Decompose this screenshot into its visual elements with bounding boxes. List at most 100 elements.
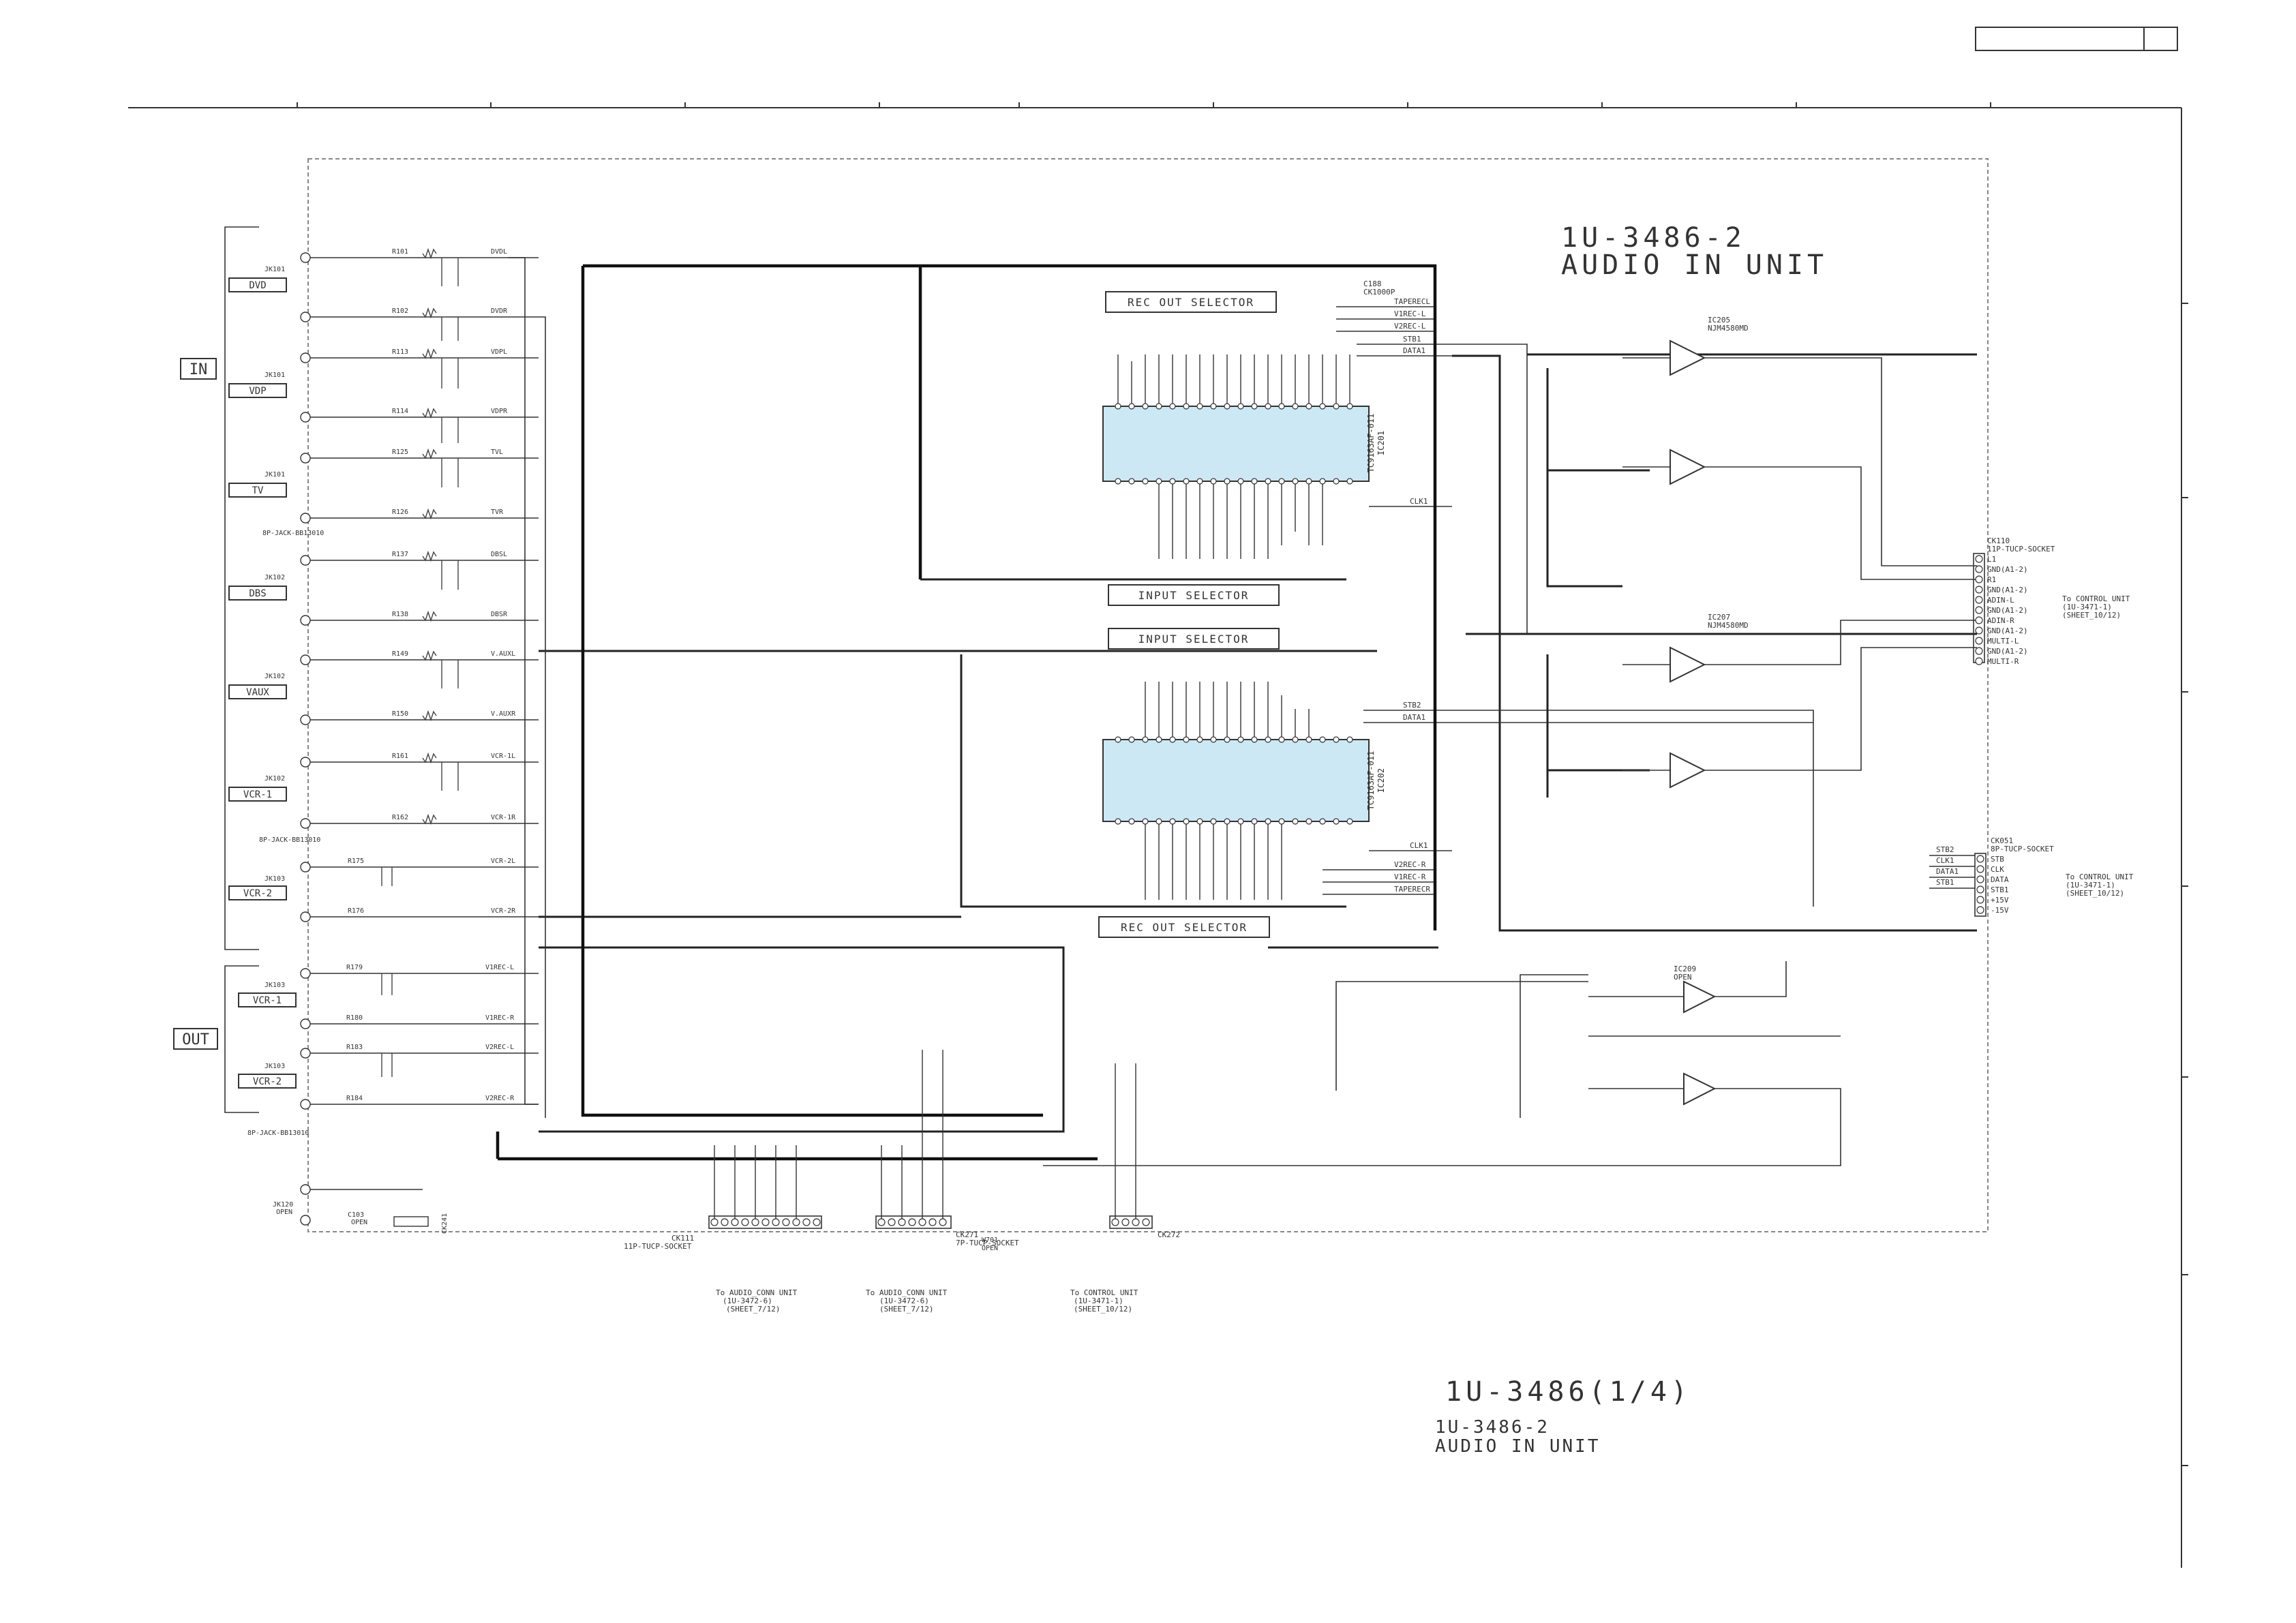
svg-text:OPEN: OPEN — [351, 1219, 367, 1226]
svg-text:INPUT SELECTOR: INPUT SELECTOR — [1138, 589, 1250, 602]
svg-text:GND(A1-2): GND(A1-2) — [1987, 647, 2028, 656]
svg-text:V.AUXL: V.AUXL — [491, 650, 515, 658]
svg-text:TC9163AF-011: TC9163AF-011 — [1366, 414, 1376, 473]
svg-text:CK051: CK051 — [1991, 836, 2013, 845]
svg-text:R183: R183 — [346, 1044, 363, 1051]
svg-text:To AUDIO_CONN UNIT: To AUDIO_CONN UNIT — [866, 1288, 948, 1297]
svg-text:MULTI-R: MULTI-R — [1987, 657, 2019, 666]
svg-text:8P-TUCP-SOCKET: 8P-TUCP-SOCKET — [1991, 845, 2054, 853]
svg-text:V1REC-L: V1REC-L — [485, 964, 514, 971]
board-outline — [307, 158, 1989, 1232]
svg-text:TVR: TVR — [491, 509, 504, 516]
svg-text:DATA1: DATA1 — [1403, 346, 1425, 355]
jack-part-1: 8P-JACK-BB13010 — [262, 530, 324, 537]
svg-text:CK241: CK241 — [441, 1213, 449, 1234]
input-jack-vcr1: VCR-1 JK102 R161 R162 VCR-1L VCR-1R — [228, 753, 539, 829]
main-signal-traces — [496, 257, 1977, 1161]
svg-text:VCR-1: VCR-1 — [243, 789, 272, 800]
svg-text:JK103: JK103 — [265, 1063, 285, 1070]
svg-text:C188: C188 — [1363, 279, 1382, 288]
svg-text:V1REC-L: V1REC-L — [1394, 309, 1426, 318]
svg-text:VCR-1L: VCR-1L — [491, 753, 515, 760]
rec-out-selector-bottom: REC OUT SELECTOR — [1098, 916, 1270, 938]
svg-text:V2REC-L: V2REC-L — [1394, 322, 1426, 331]
svg-text:STB1: STB1 — [1403, 335, 1421, 344]
svg-text:R184: R184 — [346, 1095, 363, 1102]
svg-text:(SHEET_10/12): (SHEET_10/12) — [2062, 611, 2121, 620]
svg-text:R102: R102 — [392, 307, 408, 315]
svg-text:To CONTROL UNIT: To CONTROL UNIT — [2066, 873, 2134, 881]
svg-text:DATA1: DATA1 — [1936, 867, 1959, 876]
svg-text:CK271: CK271 — [956, 1230, 978, 1239]
svg-text:DBSL: DBSL — [491, 551, 507, 558]
svg-text:GND(A1-2): GND(A1-2) — [1987, 606, 2028, 615]
svg-text:R175: R175 — [348, 858, 364, 865]
ic205-opamp-1: IC205 NJM4580MD — [1670, 316, 1749, 376]
svg-text:JK101: JK101 — [265, 371, 285, 379]
jk120-jack: JK120 OPEN C103 OPEN CK241 — [273, 1184, 449, 1234]
svg-text:R137: R137 — [392, 551, 408, 558]
svg-text:V.AUXR: V.AUXR — [491, 710, 516, 718]
svg-text:REC OUT SELECTOR: REC OUT SELECTOR — [1128, 296, 1254, 309]
opamp-wiring — [1043, 357, 1977, 1166]
svg-text:CK111: CK111 — [671, 1234, 694, 1243]
input-jack-vcr2: VCR-2 JK103 R175 R176 VCR-2L VCR-2R — [228, 858, 539, 922]
svg-text:R179: R179 — [346, 964, 363, 971]
ic209-opamp-1: IC209 OPEN — [1674, 965, 1717, 1014]
svg-text:(1U-3472-6): (1U-3472-6) — [723, 1296, 772, 1305]
svg-text:(SHEET_10/12): (SHEET_10/12) — [1074, 1305, 1132, 1314]
svg-text:(SHEET_7/12): (SHEET_7/12) — [879, 1305, 933, 1314]
svg-text:VCR-2: VCR-2 — [243, 888, 272, 899]
board-name-large: AUDIO IN UNIT — [1561, 249, 1828, 281]
svg-text:To CONTROL UNIT: To CONTROL UNIT — [2062, 594, 2130, 603]
svg-text:STB2: STB2 — [1403, 701, 1421, 710]
svg-text:JK102: JK102 — [265, 673, 285, 680]
svg-text:TC9163AF-011: TC9163AF-011 — [1366, 751, 1376, 810]
svg-text:JK103: JK103 — [265, 982, 285, 989]
svg-text:DATA1: DATA1 — [1403, 713, 1425, 722]
svg-text:11P-TUCP-SOCKET: 11P-TUCP-SOCKET — [624, 1242, 692, 1251]
svg-text:JK102: JK102 — [265, 574, 285, 581]
svg-text:(1U-3471-1): (1U-3471-1) — [1074, 1296, 1123, 1305]
input-components — [381, 247, 459, 1077]
svg-text:NJM4580MD: NJM4580MD — [1708, 324, 1749, 333]
svg-text:STB1: STB1 — [1936, 878, 1954, 887]
svg-text:STB1: STB1 — [1991, 885, 2009, 894]
svg-text:R176: R176 — [348, 907, 364, 915]
output-jack-vcr2: VCR-2 JK103 R183 R184 V2REC-L V2REC-R — [238, 1044, 539, 1110]
svg-text:TAPERECL: TAPERECL — [1394, 297, 1430, 306]
rec-out-selector-top: REC OUT SELECTOR — [1105, 291, 1277, 313]
svg-text:V2REC-R: V2REC-R — [1394, 860, 1426, 869]
svg-text:CK110: CK110 — [1987, 536, 2010, 545]
svg-text:IC202: IC202 — [1376, 768, 1386, 793]
ck110-connector: CK110 11P-TUCP-SOCKET L1 GND(A1-2) R1 GN… — [1973, 536, 2130, 666]
svg-text:GND(A1-2): GND(A1-2) — [1987, 626, 2028, 635]
sheet-board-code: 1U-3486-2 — [1435, 1417, 1550, 1438]
svg-text:(1U-3471-1): (1U-3471-1) — [2062, 603, 2112, 611]
svg-text:CK272: CK272 — [1158, 1230, 1180, 1239]
ck272-connector: CK272 To CONTROL UNIT (1U-3471-1) (SHEET… — [1070, 1063, 1180, 1314]
svg-text:GND(A1-2): GND(A1-2) — [1987, 565, 2028, 574]
svg-text:MULTI-L: MULTI-L — [1987, 637, 2019, 646]
svg-text:JK102: JK102 — [265, 775, 285, 783]
svg-text:IC205: IC205 — [1708, 316, 1730, 324]
svg-text:REC OUT SELECTOR: REC OUT SELECTOR — [1121, 921, 1248, 934]
section-out: OUT — [173, 965, 259, 1113]
svg-text:11P-TUCP-SOCKET: 11P-TUCP-SOCKET — [1987, 545, 2055, 553]
svg-text:R125: R125 — [392, 449, 408, 456]
svg-text:OPEN: OPEN — [982, 1245, 998, 1252]
ic207-opamp-2 — [1670, 752, 1706, 789]
svg-text:(1U-3472-6): (1U-3472-6) — [879, 1296, 929, 1305]
svg-text:DVDL: DVDL — [491, 248, 507, 256]
svg-text:R138: R138 — [392, 611, 408, 618]
svg-text:IN: IN — [190, 361, 208, 378]
input-jack-tv: TV JK101 R125 R126 TVL TVR — [228, 449, 539, 524]
output-jack-vcr1: VCR-1 JK103 R179 R180 V1REC-L V1REC-R — [238, 964, 539, 1029]
ck051-connector: CK051 8P-TUCP-SOCKET STB CLK DATA STB1 +… — [1929, 836, 2134, 917]
svg-text:IC209: IC209 — [1674, 965, 1696, 973]
svg-text:INPUT SELECTOR: INPUT SELECTOR — [1138, 633, 1250, 646]
w701-jumper: W701 OPEN — [982, 1237, 998, 1252]
svg-text:VCR-2R: VCR-2R — [491, 907, 516, 915]
jack-part-3: 8P-JACK-BB13010 — [247, 1129, 309, 1137]
svg-text:VAUX: VAUX — [246, 687, 269, 698]
